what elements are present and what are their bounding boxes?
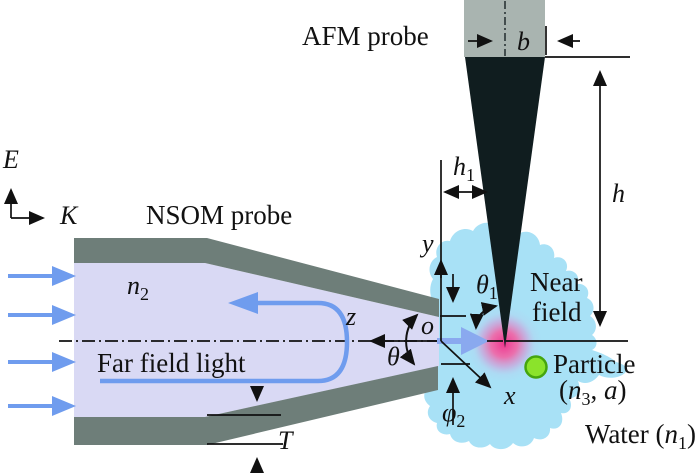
n2-label: n2 (127, 271, 149, 304)
phi2-label: φ2 (442, 398, 465, 431)
y-axis-label: y (419, 229, 434, 258)
exit-light-arrow (437, 327, 489, 355)
incident-light-arrows (8, 266, 76, 416)
incident-light-arrow (8, 305, 76, 325)
nsom-bottom-cladding (74, 366, 438, 445)
theta1-label: θ1 (476, 270, 498, 303)
nsom-top-cladding (74, 238, 439, 317)
near-field-label-line1: Near (530, 267, 582, 297)
nsom-probe-label: NSOM probe (146, 200, 292, 230)
b-dimension-label: b (517, 27, 530, 56)
afm-probe-tip (465, 57, 545, 348)
x-axis-label: x (503, 381, 516, 410)
incident-light-arrow (8, 396, 76, 416)
h-dimension-label: h (612, 179, 625, 208)
t-dimension-label: T (278, 426, 294, 455)
incident-light-arrow (8, 266, 76, 286)
dimension-b (468, 26, 580, 55)
theta1-arc (469, 302, 498, 330)
dimension-h (545, 56, 630, 327)
aperture-top-marker (440, 274, 466, 317)
afm-probe-label: AFM probe (302, 21, 429, 51)
e-field-label: E (2, 145, 19, 174)
water-label: Water (n1) (585, 419, 696, 453)
h1-dimension-label: h1 (453, 152, 475, 185)
theta-label: θ (387, 342, 400, 371)
dimension-T (207, 386, 283, 473)
k-vector-label: K (59, 201, 79, 230)
ek-axes (3, 188, 45, 225)
particle-label: Particle (553, 349, 635, 379)
aperture-bottom-marker (441, 363, 470, 425)
near-field-label-line2: field (532, 297, 582, 327)
nsom-core (74, 263, 439, 417)
light-path-arrowhead (228, 292, 258, 314)
far-field-light-label: Far field light (97, 348, 246, 378)
incident-light-arrow (8, 352, 76, 372)
theta-arc (399, 313, 419, 366)
particle-params-label: (n3, a) (559, 375, 627, 409)
z-axis-label: z (345, 302, 356, 331)
light-path-line (100, 300, 350, 384)
origin-label: o (421, 311, 434, 340)
particle-dot (524, 355, 548, 379)
